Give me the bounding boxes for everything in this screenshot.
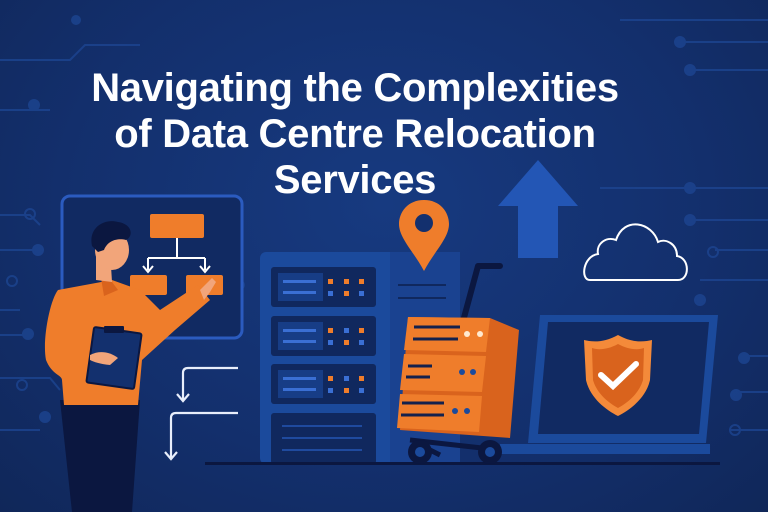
page-title: Navigating the Complexities of Data Cent… <box>0 65 710 203</box>
person-with-clipboard <box>44 221 216 512</box>
floor-line <box>205 462 720 465</box>
location-pin-icon <box>399 200 449 271</box>
title-line-1: Navigating the Complexities <box>91 65 619 110</box>
title-line-2: of Data Centre Relocation <box>114 111 596 156</box>
upload-arrow-icon <box>498 160 578 258</box>
laptop-with-shield-check <box>500 315 718 454</box>
title-line-3: Services <box>273 157 437 202</box>
branching-arrows <box>164 366 238 461</box>
hand-truck-with-servers <box>397 263 519 464</box>
cloud-icon <box>583 223 688 281</box>
